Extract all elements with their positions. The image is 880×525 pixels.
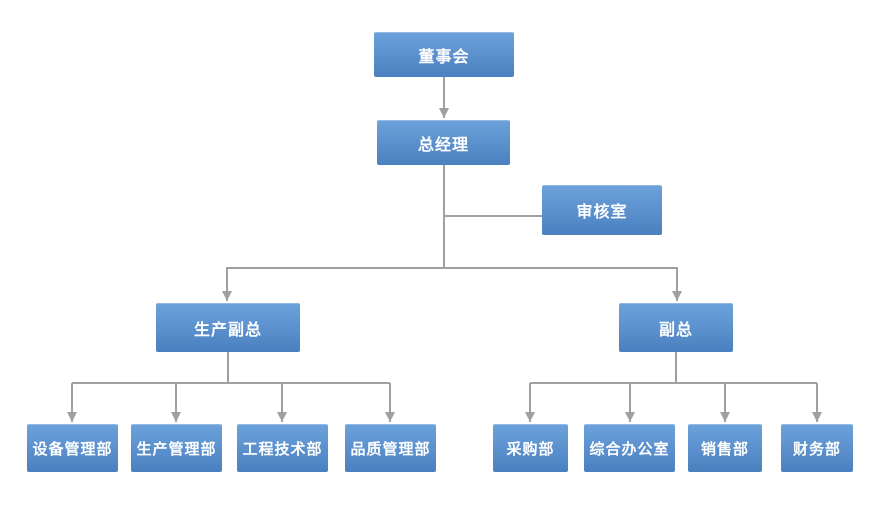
org-node-label: 财务部 [792,440,841,458]
org-node-label: 综合办公室 [589,440,670,458]
org-node-audit-office[interactable]: 审核室 [542,185,662,235]
org-node-label: 副总 [658,321,693,339]
org-node-label: 总经理 [417,136,469,154]
org-node-label: 采购部 [506,440,555,458]
org-node-quality-management-dept[interactable]: 品质管理部 [345,424,436,472]
org-node-label: 生产管理部 [136,440,217,458]
org-node-general-office[interactable]: 综合办公室 [584,424,675,472]
org-node-label: 生产副总 [193,321,262,339]
org-node-equipment-management-dept[interactable]: 设备管理部 [27,424,118,472]
org-node-production-vp[interactable]: 生产副总 [156,303,300,352]
org-node-board[interactable]: 董事会 [374,32,514,77]
org-node-finance-dept[interactable]: 财务部 [781,424,853,472]
org-node-engineering-technology-dept[interactable]: 工程技术部 [237,424,328,472]
org-node-purchasing-dept[interactable]: 采购部 [493,424,568,472]
org-node-general-manager[interactable]: 总经理 [377,120,510,165]
org-node-label: 品质管理部 [350,440,431,458]
org-node-sales-dept[interactable]: 销售部 [688,424,762,472]
org-node-label: 工程技术部 [242,440,323,458]
org-node-production-management-dept[interactable]: 生产管理部 [131,424,222,472]
org-node-label: 审核室 [576,204,628,221]
org-node-vp[interactable]: 副总 [619,303,733,352]
org-node-label: 设备管理部 [32,440,113,458]
org-node-label: 销售部 [700,440,749,458]
org-node-label: 董事会 [418,48,470,66]
